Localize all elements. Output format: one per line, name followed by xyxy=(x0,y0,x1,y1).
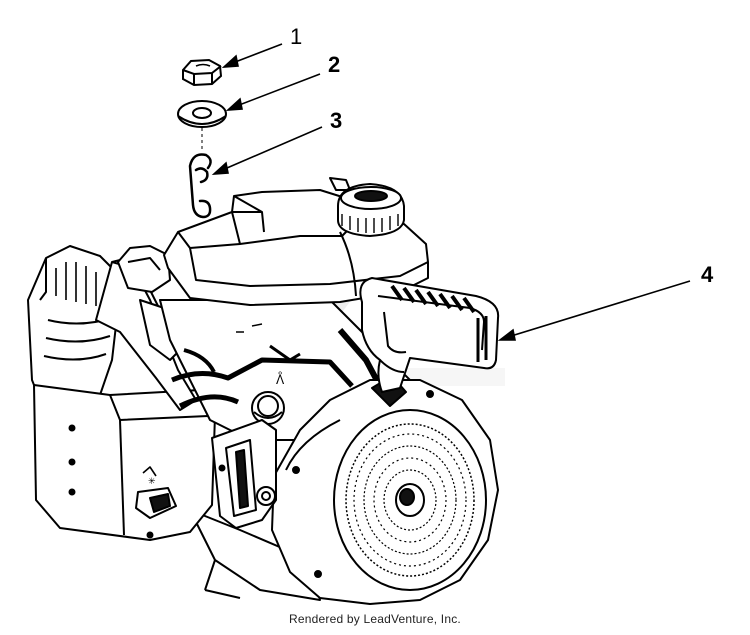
hook-rod-part xyxy=(188,153,212,219)
svg-text:✳: ✳ xyxy=(148,476,156,486)
callout-3: 3 xyxy=(330,108,342,133)
starter-handle-part xyxy=(359,277,500,393)
footer-credit: Rendered by LeadVenture, Inc. xyxy=(289,612,461,626)
callout-2: 2 xyxy=(328,52,340,77)
svg-text:ᐰ: ᐰ xyxy=(276,371,285,387)
engine-assembly: ✳ xyxy=(27,177,500,605)
callout-1: 1 xyxy=(290,24,302,49)
callout-numbers: 1 2 3 4 xyxy=(290,24,714,287)
callout-4: 4 xyxy=(701,262,714,287)
hex-nut-part xyxy=(182,58,223,87)
washer-part xyxy=(177,100,227,128)
leader-lines xyxy=(211,43,691,341)
